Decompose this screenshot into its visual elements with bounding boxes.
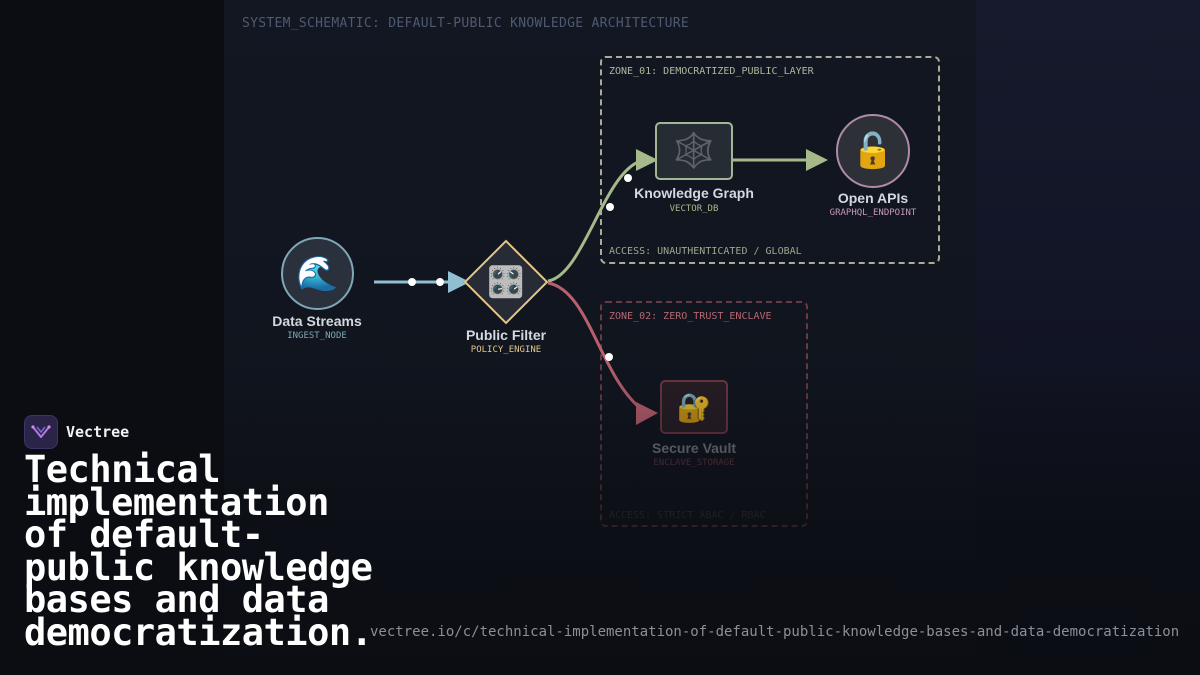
knowledge-graph-label: Knowledge Graph: [634, 185, 754, 201]
edge-apis-arrowhead: [806, 149, 828, 171]
edge-filter-to-vault: [547, 281, 646, 414]
secure-vault-label: Secure Vault: [651, 440, 737, 456]
edge-graph-dot: [606, 203, 614, 211]
brand[interactable]: Vectree: [24, 415, 129, 449]
secure-vault-node[interactable]: 🔐: [660, 380, 728, 434]
schematic-title: SYSTEM_SCHEMATIC: DEFAULT-PUBLIC KNOWLED…: [242, 16, 689, 31]
data-streams-node[interactable]: 🌊: [281, 237, 354, 310]
zone-public-access: ACCESS: UNAUTHENTICATED / GLOBAL: [609, 246, 802, 257]
data-streams-label: Data Streams: [272, 313, 362, 329]
public-filter-label: Public Filter: [465, 327, 547, 343]
knowledge-graph-sublabel: VECTOR_DB: [669, 204, 719, 214]
secure-vault-sublabel: ENCLAVE_STORAGE: [653, 458, 735, 468]
brand-name: Vectree: [66, 423, 130, 441]
page-url[interactable]: vectree.io/c/technical-implementation-of…: [370, 624, 1180, 640]
unlocked-padlock-icon: 🔓: [851, 132, 895, 170]
edge-vault-dot: [605, 353, 613, 361]
open-apis-sublabel: GRAPHQL_ENDPOINT: [829, 208, 917, 218]
wave-icon: 🌊: [296, 254, 339, 293]
open-apis-node[interactable]: 🔓: [836, 114, 910, 188]
zone-public-title: ZONE_01: DEMOCRATIZED_PUBLIC_LAYER: [609, 66, 814, 77]
open-apis-label: Open APIs: [837, 190, 909, 206]
edge-graph-dot: [624, 174, 632, 182]
edge-streams-arrowhead: [448, 271, 470, 293]
spider-web-icon: 🕸️: [672, 132, 716, 170]
edge-vault-arrowhead: [636, 402, 658, 425]
vectree-logo-icon: [24, 415, 58, 449]
zone-enclave-title: ZONE_02: ZERO_TRUST_ENCLAVE: [609, 311, 772, 322]
zone-public-layer: [600, 56, 940, 264]
knowledge-graph-node[interactable]: 🕸️: [655, 122, 733, 180]
edge-streams-dot: [408, 278, 416, 286]
edge-filter-to-graph: [547, 158, 646, 283]
locked-with-key-icon: 🔐: [676, 391, 712, 423]
public-filter-sublabel: POLICY_ENGINE: [470, 345, 542, 355]
edge-streams-dot: [436, 278, 444, 286]
control-knobs-icon: 🎛️: [487, 265, 525, 299]
edge-graph-arrowhead: [636, 149, 658, 171]
public-filter-node[interactable]: 🎛️: [463, 239, 549, 325]
data-streams-sublabel: INGEST_NODE: [287, 331, 347, 341]
headline: Technical implementation of default-publ…: [24, 448, 373, 654]
